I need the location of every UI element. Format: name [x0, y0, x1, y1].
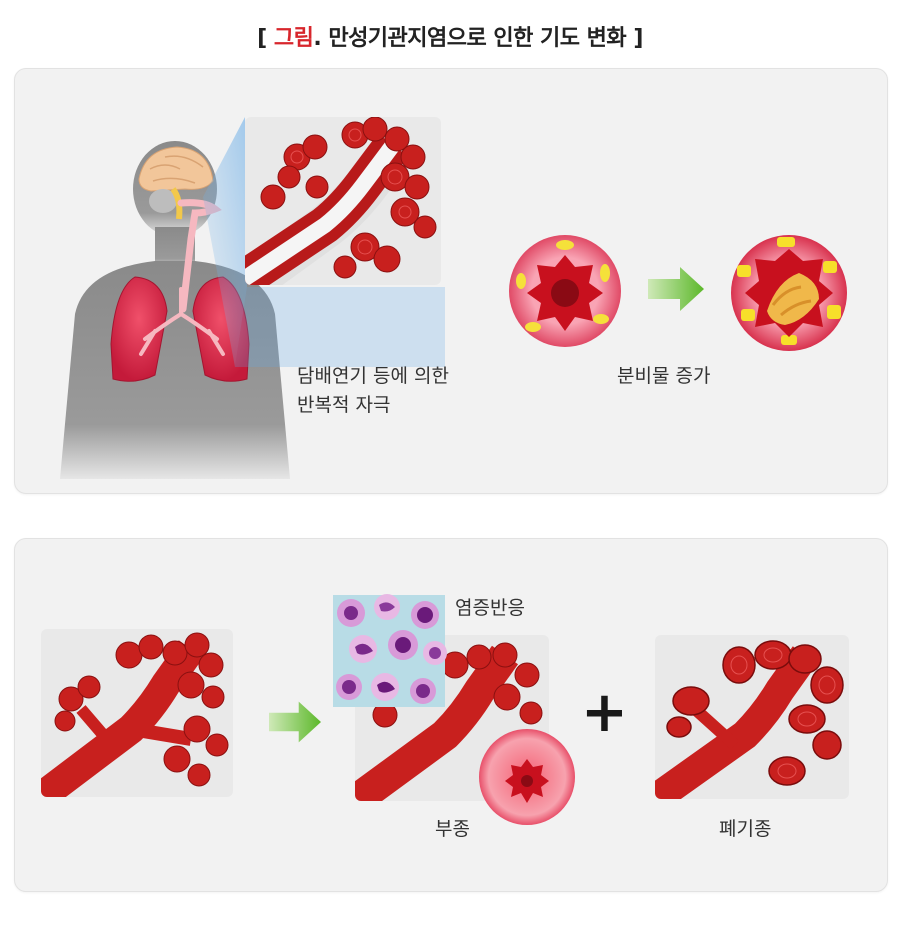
label-emphysema: 폐기종	[719, 818, 772, 840]
title-text: . 만성기관지염으로 인한 기도 변화	[313, 26, 627, 51]
bronchiole-zoom-box	[245, 117, 441, 285]
inflammation-cells-inset	[333, 594, 447, 707]
bronchiole-normal-box	[41, 629, 233, 797]
plus-symbol: +	[581, 680, 628, 745]
airway-cross-section-secretion	[731, 235, 847, 351]
panel-changes: + 염증반응 부종 폐기종	[14, 538, 888, 892]
title-accent: 그림	[273, 26, 314, 51]
airway-cross-section-normal	[509, 235, 621, 347]
figure-title: [ 그림. 만성기관지염으로 인한 기도 변화 ]	[0, 20, 900, 52]
label-irritation-line1: 담배연기 등에 의한	[297, 365, 449, 387]
label-irritation-line2: 반복적 자극	[297, 394, 391, 416]
arrow-right-icon	[648, 267, 704, 311]
panel-irritation: 담배연기 등에 의한 반복적 자극 분비물 증가	[14, 68, 888, 494]
bronchiole-normal-illustration	[41, 632, 229, 797]
airway-cross-section-edema	[479, 729, 575, 825]
title-bracket-close: ]	[626, 26, 643, 51]
bronchiole-emphysema-box	[655, 635, 849, 799]
bronchiole-inflamed-illustration	[355, 642, 543, 801]
label-inflammation: 염증반응	[455, 597, 525, 619]
label-irritation: 담배연기 등에 의한 반복적 자극	[297, 362, 449, 420]
bronchiole-emphysema-illustration	[655, 640, 844, 799]
label-secretion: 분비물 증가	[617, 365, 711, 387]
label-edema: 부종	[435, 818, 470, 840]
title-bracket-open: [	[257, 26, 274, 51]
zoom-beam	[203, 117, 445, 367]
arrow-right-icon-2	[269, 701, 321, 743]
bronchiole-zoom-illustration	[245, 117, 437, 285]
